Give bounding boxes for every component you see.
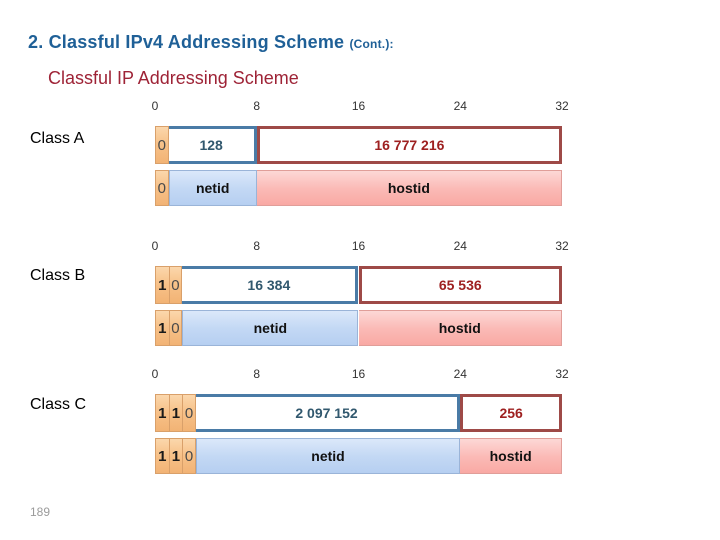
leading-bit-cell: 1	[168, 394, 183, 432]
leading-bit-cell: 0	[182, 438, 196, 474]
netid-bar: netid	[168, 170, 257, 206]
page-subtitle: Classful IP Addressing Scheme	[48, 68, 299, 88]
page-title-main: 2. Classful IPv4 Addressing Scheme	[28, 32, 345, 52]
netid-bar: netid	[182, 310, 359, 346]
class-label-b: Class B	[30, 267, 86, 284]
axis-tick: 0	[151, 239, 159, 253]
axis-tick: 0	[151, 99, 159, 113]
axis-tick: 24	[453, 239, 467, 253]
netid-count-box: 16 384	[182, 266, 359, 304]
bit-axis: 0 8 16 24 32	[0, 239, 720, 255]
axis-tick: 32	[555, 99, 569, 113]
leading-bit-cell: 0	[155, 126, 169, 164]
hostid-count-box: 256	[460, 394, 562, 432]
leading-bit-cell: 0	[182, 394, 196, 432]
netid-bar: netid	[195, 438, 461, 474]
hostid-bar: hostid	[460, 438, 562, 474]
axis-tick: 32	[555, 239, 569, 253]
axis-tick: 24	[453, 99, 467, 113]
leading-bit-cell: 1	[168, 438, 183, 474]
leading-bit-cell: 1	[155, 266, 169, 304]
leading-bit-cell: 1	[155, 438, 169, 474]
leading-bit-cell: 0	[168, 310, 183, 346]
page-title: 2. Classful IPv4 Addressing Scheme (Cont…	[28, 32, 394, 53]
leading-bit-cell: 1	[155, 394, 169, 432]
leading-bit-cell: 1	[155, 310, 169, 346]
bit-axis: 0 8 16 24 32	[0, 99, 720, 115]
netid-count-box: 2 097 152	[195, 394, 461, 432]
axis-tick: 8	[253, 239, 261, 253]
hostid-count-box: 16 777 216	[256, 126, 562, 164]
bit-axis: 0 8 16 24 32	[0, 367, 720, 383]
class-label-a: Class A	[30, 130, 85, 147]
leading-bit-cell: 0	[168, 266, 183, 304]
page-title-cont: (Cont.):	[349, 37, 394, 51]
axis-tick: 16	[351, 99, 366, 113]
netid-count-box: 128	[168, 126, 257, 164]
axis-tick: 16	[351, 239, 366, 253]
hostid-bar: hostid	[358, 310, 562, 346]
hostid-count-box: 65 536	[358, 266, 562, 304]
axis-tick: 8	[253, 99, 261, 113]
axis-tick: 24	[453, 367, 467, 381]
axis-tick: 16	[351, 367, 366, 381]
page-number: 189	[30, 505, 51, 519]
axis-tick: 0	[151, 367, 159, 381]
class-label-c: Class C	[30, 396, 87, 413]
axis-tick: 32	[555, 367, 569, 381]
leading-bit-cell: 0	[155, 170, 169, 206]
hostid-bar: hostid	[256, 170, 562, 206]
axis-tick: 8	[253, 367, 261, 381]
